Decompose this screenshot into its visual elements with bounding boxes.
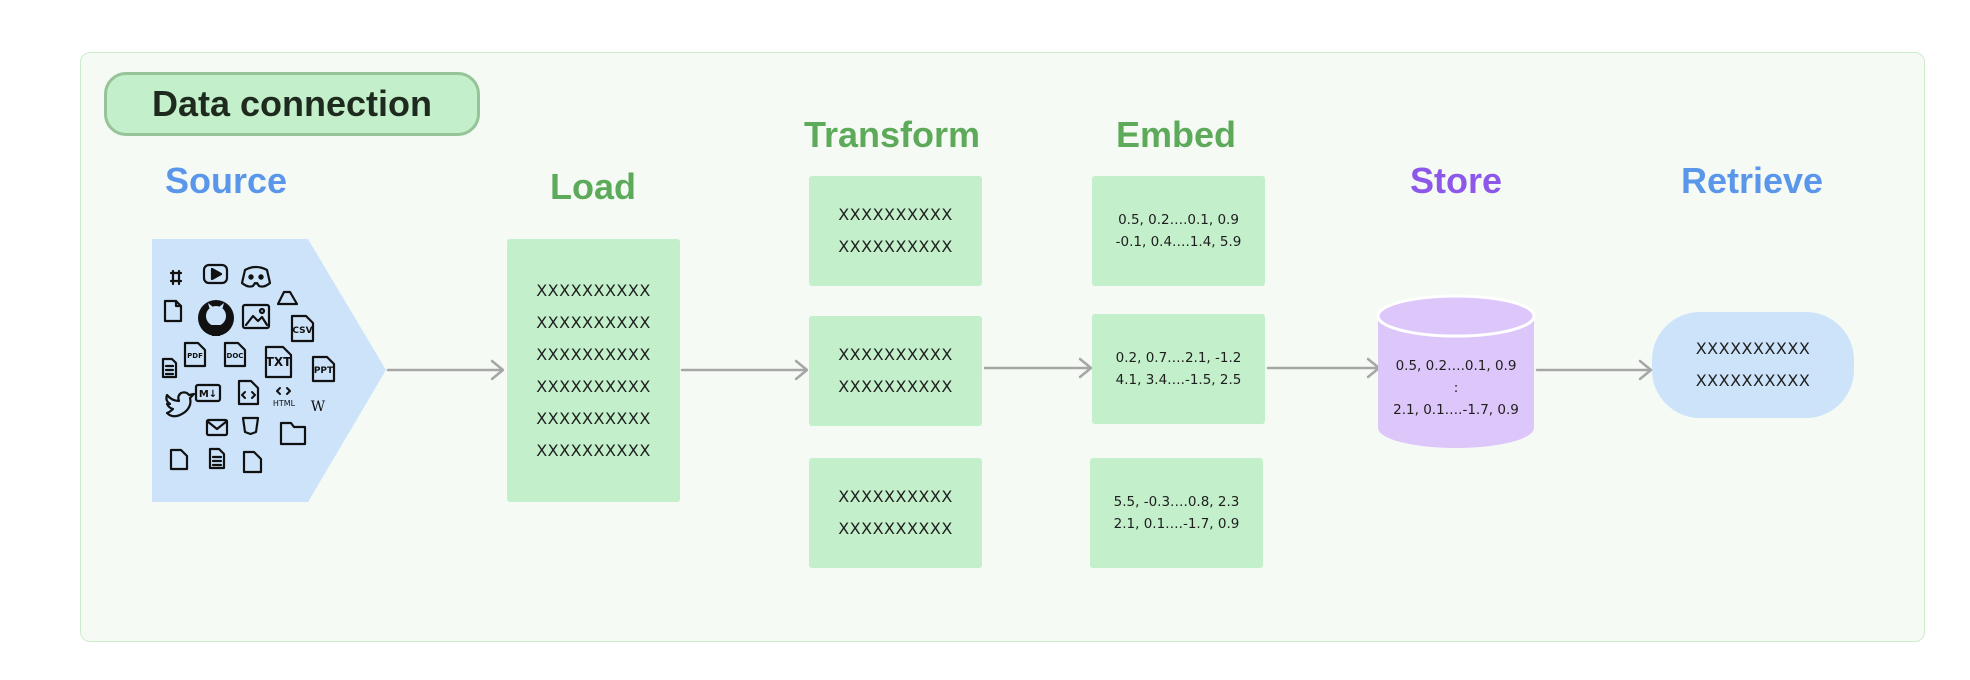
store-line: 2.1, 0.1….-1.7, 0.9: [1393, 402, 1519, 418]
vector-store-contents: 0.5, 0.2….0.1, 0.9 : 2.1, 0.1….-1.7, 0.9: [1380, 355, 1532, 421]
wikipedia-label: W: [311, 399, 326, 415]
mail-icon: [205, 418, 229, 437]
load-line: XXXXXXXXXX: [536, 440, 651, 460]
vector-line: 5.5, -0.3….0.8, 2.3: [1113, 494, 1240, 510]
store-line: :: [1453, 380, 1459, 396]
chunk-line: XXXXXXXXXX: [838, 205, 953, 224]
chunk-line: XXXXXXXXXX: [838, 377, 953, 396]
heading-retrieve: Retrieve: [1680, 160, 1824, 201]
heading-transform: Transform: [803, 114, 981, 155]
data-connection-panel: [80, 52, 1925, 642]
diagram-title-badge: Data connection: [104, 72, 480, 136]
doc-label: DOC: [227, 352, 244, 360]
transform-chunk-1: XXXXXXXXXX XXXXXXXXXX: [809, 176, 982, 286]
text-file-icon-2: [208, 447, 226, 470]
doc-file-icon: [223, 341, 247, 368]
chunk-line: XXXXXXXXXX: [838, 519, 953, 538]
md-label: M↓: [199, 389, 217, 400]
load-line: XXXXXXXXXX: [536, 280, 651, 300]
json-braces-icon: [241, 391, 256, 399]
diagram-title: Data connection: [151, 83, 433, 124]
embedding-vector-1: 0.5, 0.2….0.1, 0.9 -0.1, 0.4….1.4, 5.9: [1092, 176, 1265, 286]
vector-store-cylinder: [1376, 294, 1536, 448]
ppt-file-icon: [311, 355, 336, 383]
chunk-line: XXXXXXXXXX: [838, 487, 953, 506]
load-line: XXXXXXXXXX: [536, 312, 651, 332]
retrieve-line: XXXXXXXXXX: [1695, 339, 1811, 358]
image-icon: [241, 303, 271, 330]
vector-line: 4.1, 3.4….-1.5, 2.5: [1115, 372, 1242, 388]
load-line: XXXXXXXXXX: [536, 408, 651, 428]
json-file-icon: [237, 379, 260, 406]
csv-file-icon: [290, 314, 315, 343]
heading-embed: Embed: [1115, 114, 1237, 155]
vector-line: -0.1, 0.4….1.4, 5.9: [1115, 234, 1242, 250]
csv-label: CSV: [292, 326, 312, 336]
file-icon-2: [169, 448, 189, 471]
txt-file-icon: [264, 345, 293, 379]
chunk-line: XXXXXXXXXX: [838, 345, 953, 364]
heading-store: Store: [1409, 160, 1503, 201]
ppt-label: PPT: [314, 366, 334, 376]
html-brackets-icon: [276, 387, 291, 395]
slack-icon: [169, 269, 183, 286]
html-label: HTML: [273, 399, 296, 408]
heading-load: Load: [550, 166, 636, 207]
google-drive-icon: [276, 290, 299, 306]
load-documents-box: XXXXXXXXXX XXXXXXXXXX XXXXXXXXXX XXXXXXX…: [507, 239, 680, 502]
vector-line: 2.1, 0.1….-1.7, 0.9: [1113, 516, 1240, 532]
embedding-vector-3: 5.5, -0.3….0.8, 2.3 2.1, 0.1….-1.7, 0.9: [1090, 458, 1263, 568]
file-icon: [163, 299, 183, 323]
discord-icon: [240, 265, 272, 288]
load-line: XXXXXXXXXX: [536, 344, 651, 364]
text-file-icon: [161, 357, 178, 379]
retrieve-line: XXXXXXXXXX: [1695, 371, 1811, 390]
transform-chunk-2: XXXXXXXXXX XXXXXXXXXX: [809, 316, 982, 426]
html5-icon: [241, 416, 260, 436]
file-icon-3: [242, 450, 263, 474]
pdf-label: PDF: [187, 352, 203, 360]
vector-line: 0.5, 0.2….0.1, 0.9: [1118, 212, 1239, 228]
embedding-vector-2: 0.2, 0.7….2.1, -1.2 4.1, 3.4….-1.5, 2.5: [1092, 314, 1265, 424]
vector-line: 0.2, 0.7….2.1, -1.2: [1115, 350, 1242, 366]
github-icon: [198, 300, 234, 336]
pdf-file-icon: [183, 341, 207, 368]
folder-icon: [279, 421, 307, 446]
markdown-icon: [194, 383, 222, 403]
transform-chunk-3: XXXXXXXXXX XXXXXXXXXX: [809, 458, 982, 568]
heading-source: Source: [164, 160, 288, 201]
chunk-line: XXXXXXXXXX: [838, 237, 953, 256]
load-line: XXXXXXXXXX: [536, 376, 651, 396]
txt-label: TXT: [266, 355, 292, 369]
retrieve-result-box: XXXXXXXXXX XXXXXXXXXX: [1652, 312, 1854, 418]
store-line: 0.5, 0.2….0.1, 0.9: [1395, 358, 1517, 374]
twitter-icon: [165, 391, 196, 418]
youtube-icon: [202, 263, 229, 285]
